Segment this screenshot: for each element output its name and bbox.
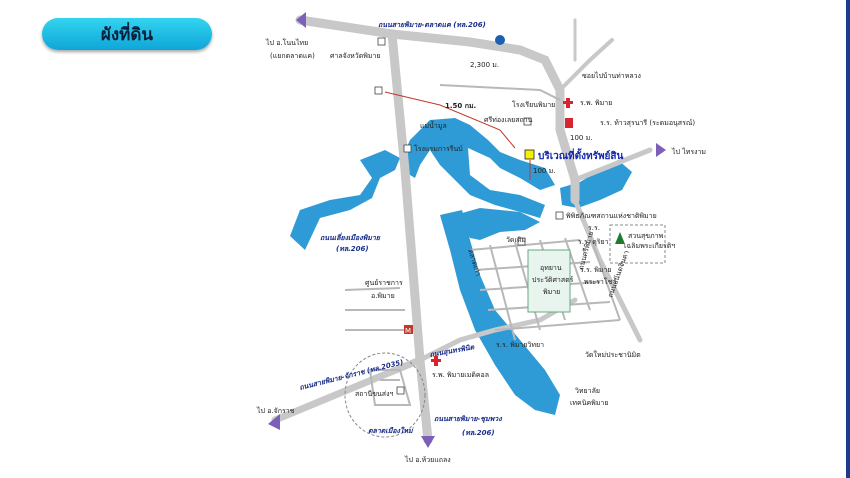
school-top-label: โรงเรียนพิมาย [512, 100, 555, 109]
dist-top-label: 2,300 ม. [470, 61, 499, 69]
park-label: สวนสุขภาพ [628, 232, 664, 240]
district-office2-label: อ.พิมาย [371, 292, 395, 300]
new-market-label: ตลาดเมืองใหม่ [368, 426, 414, 435]
school-mid-label: ร.ร. ดุริยา [578, 238, 609, 246]
new-market-area [344, 352, 426, 438]
hospital-bottom-label: ร.พ. พิมายเมดิคอล [432, 371, 489, 379]
sign-icon [495, 35, 505, 45]
road-east-label: ถนนอนันตจินดา [606, 249, 630, 298]
site-marker-icon [524, 149, 535, 160]
to-huai-thalaeng-label: ไป อ.ห้วยแถลง [404, 455, 451, 464]
to-talat-khae-label: ไป อ.โนนไทย [265, 38, 308, 47]
to-chakkarat-label: ไป อ.จักราช [256, 406, 295, 415]
road-top-label: ถนนสายพิมาย-ตลาดแค (ทล.206) [378, 21, 486, 29]
dist-100-label: 100 ม. [533, 167, 555, 175]
park-area [609, 224, 666, 264]
park2-label: เฉลิมพระเกียรติฯ [624, 242, 675, 250]
tree-icon [615, 232, 625, 244]
court-label: ศาลจังหวัดพิมาย [330, 52, 381, 60]
dist-150-label: 1.50 กม. [445, 102, 476, 110]
slide-border [846, 0, 850, 478]
temple-top-label: ศรีท่องเลยสถาน [484, 116, 533, 124]
soi-label: ซอยไปบ้านท่าหลวง [582, 71, 641, 80]
wat-cross-label: ร.ร. [588, 224, 600, 232]
dist-100-top-label: 100 ม. [570, 134, 592, 142]
direction-arrows [268, 12, 666, 448]
page-title: ผังที่ดิน [42, 18, 212, 50]
road-south-num-label: (ทล.206) [462, 429, 495, 437]
historical-park-label: อุทยาน [540, 264, 562, 272]
water-area [290, 118, 632, 415]
marker-icon [565, 118, 573, 128]
historical-park-area [527, 249, 571, 313]
hospital-icon [431, 98, 573, 366]
site-label: บริเวณที่ตั้งทรัพย์สิน [538, 148, 624, 162]
road-south-east-label: ถนนศรีพิมาย [577, 231, 595, 271]
buddhist-label: วัดใหม่ประชานิมิต [585, 350, 641, 359]
gas-label: สถานีขนส่งฯ [355, 390, 393, 398]
historical-park3-label: พิมาย [543, 288, 560, 296]
school-phimai2-label: พระราโชว์ [584, 277, 616, 286]
road-bypass-label: ถนนเลี่ยงเมืองพิมาย [320, 232, 381, 242]
tech-college-label: วิทยาลัย [575, 387, 600, 395]
to-phimai-label: ไป ไทรงาม [671, 147, 706, 156]
district-office-label: ศูนย์ราชการ [365, 279, 403, 287]
school-phimai-label: ร.ร. พิมาย [580, 266, 611, 274]
svg-text:M: M [405, 327, 411, 335]
tech-college2-label: เทคนิคพิมาย [570, 399, 608, 407]
talat-khae-junction-label: (แยกตลาดแค) [270, 52, 315, 60]
distance-arrows [384, 91, 531, 180]
lake-label: แม่น้ำมูล [420, 119, 447, 130]
hospital-top-label: ร.พ. พิมาย [580, 99, 612, 107]
temple-mid-label: วัดเดิม [506, 236, 526, 244]
road-south-label: ถนนสายพิมาย-ชุมพวง [434, 415, 502, 423]
school-right-label: ร.ร. ท้าวสุรนารี (ระดมอนุสรณ์) [600, 119, 695, 127]
metro-icon [404, 325, 413, 334]
road-bypass-num-label: (ทล.206) [336, 245, 369, 253]
building-icon [374, 37, 564, 395]
historical-park2-label: ประวัติศาสตร์ [532, 276, 574, 284]
hotel-label: โรงแรมการรีนบ์ [414, 144, 463, 153]
school-wittaya-label: ร.ร. พิมายวิทยา [496, 341, 544, 349]
museum-label: พิพิธภัณฑสถานแห่งชาติพิมาย [566, 212, 657, 220]
